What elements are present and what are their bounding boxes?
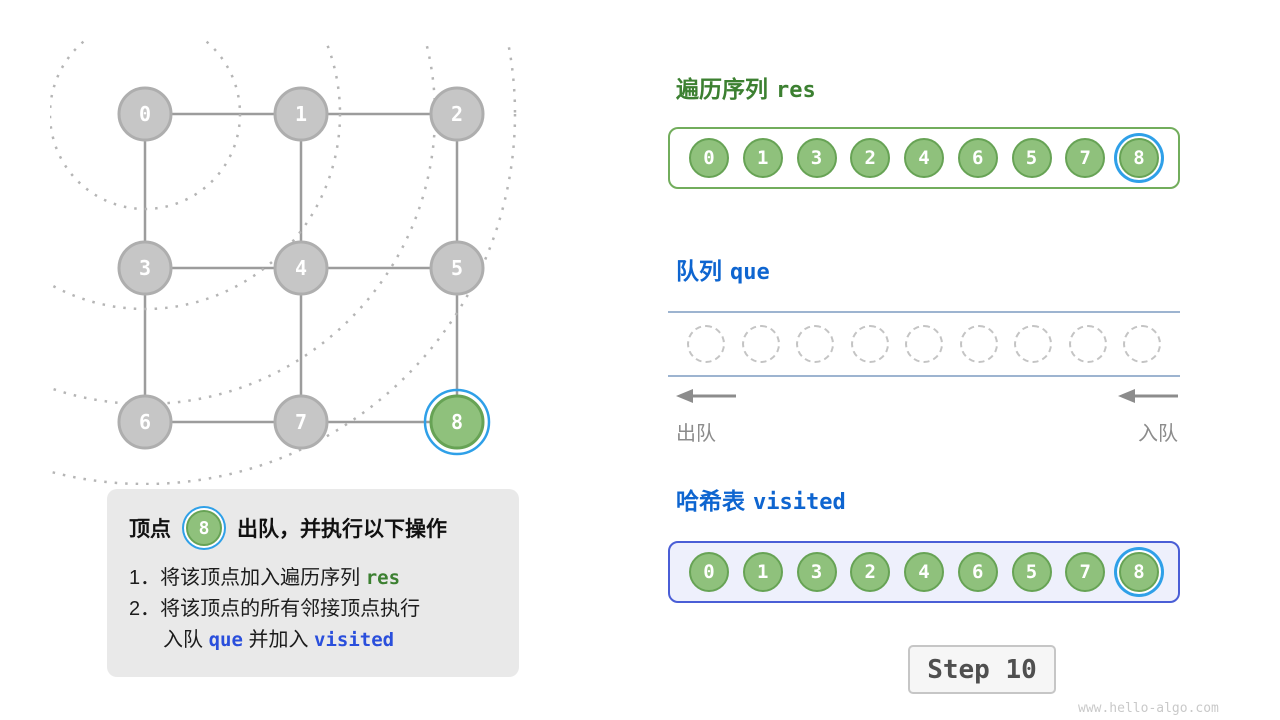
bfs-wave-arc [50,40,342,311]
bfs-wave-arc [50,40,517,485]
current-node-badge: 8 [186,510,222,546]
queue-slot [959,325,998,363]
res-box: 0 1 3 2 4 6 5 7 8 [668,127,1180,189]
res-item-current: 8 [1119,138,1159,178]
step2-text: 将该顶点的所有邻接顶点执行 [160,598,421,620]
queue-slot [1068,325,1107,363]
graph-node-7: 7 [273,394,329,450]
node-label: 4 [295,256,307,280]
res-item: 6 [957,138,998,178]
node-label: 0 [139,102,151,126]
bfs-wave-arc [50,40,437,406]
visited-item: 6 [957,552,998,592]
visited-item: 7 [1065,552,1106,592]
graph-node-2: 2 [429,86,485,142]
step3-code-que: que [208,629,243,651]
step1-text: 将该顶点加入遍历序列 [160,567,361,589]
graph-node-0: 0 [117,86,173,142]
queue-slot [687,325,725,363]
info-step-2: 2．将该顶点的所有邻接顶点执行 [129,594,497,625]
watermark: www.hello-algo.com [1078,701,1219,716]
visited-box: 0 1 3 2 4 6 5 7 8 [668,541,1180,603]
enqueue-arrow-icon [1118,389,1178,403]
step3-code-visited: visited [314,629,395,651]
res-item: 3 [796,138,837,178]
info-box: 顶点 8 出队，并执行以下操作 1．将该顶点加入遍历序列 res 2．将该顶点的… [107,489,519,677]
queue-slot [850,325,889,363]
queue-track [668,311,1180,377]
info-steps: 1．将该顶点加入遍历序列 res 2．将该顶点的所有邻接顶点执行 入队 que … [129,563,497,656]
graph-node-3: 3 [117,240,173,296]
visited-item: 4 [904,552,944,592]
info-title-prefix: 顶点 [129,518,171,541]
info-step-2-cont: 入队 que 并加入 visited [129,625,497,656]
res-item: 2 [850,138,891,178]
bfs-wave-arc [50,40,242,211]
res-item: 7 [1065,138,1106,178]
node-label: 5 [451,256,463,280]
queue-heading-code: que [730,260,770,285]
res-heading-code: res [776,78,816,103]
node-label: 1 [295,102,307,126]
graph-node-8-current: 8 [423,388,491,456]
step1-code-res: res [365,567,401,589]
step-badge: Step 10 [908,645,1056,694]
step3-text1: 入队 [163,629,203,651]
queue-slot [1014,325,1052,363]
res-item: 1 [742,138,783,178]
queue-slot [741,325,780,363]
visited-item: 0 [689,552,729,592]
visited-item: 1 [742,552,783,592]
visited-item: 3 [796,552,837,592]
node-label: 3 [139,256,151,280]
visited-heading-code: visited [753,490,846,515]
queue-slot [1123,325,1161,363]
enqueue-label: 入队 [1138,423,1178,445]
node-label: 6 [139,410,151,434]
res-heading: 遍历序列 res [676,70,816,104]
graph-node-1: 1 [273,86,329,142]
step2-index: 2． [129,598,161,620]
dequeue-label: 出队 [676,423,716,445]
info-title-suffix: 出队，并执行以下操作 [237,518,447,541]
queue-heading: 队列 que [676,252,770,286]
step3-text2: 并加入 [248,629,309,651]
res-item: 4 [904,138,944,178]
queue-heading-text: 队列 [676,258,722,284]
info-step-1: 1．将该顶点加入遍历序列 res [129,563,497,594]
dequeue-arrow-icon [676,389,736,403]
res-item: 5 [1011,138,1052,178]
step1-index: 1． [129,567,161,589]
graph-node-4: 4 [273,240,329,296]
res-heading-text: 遍历序列 [676,76,768,102]
visited-heading-text: 哈希表 [676,488,745,514]
queue-slot [796,325,834,363]
node-label: 7 [295,410,307,434]
visited-item: 2 [850,552,891,592]
res-item: 0 [689,138,729,178]
node-label: 8 [451,410,463,434]
info-title: 顶点 8 出队，并执行以下操作 [129,506,497,550]
graph-node-6: 6 [117,394,173,450]
visited-item: 5 [1011,552,1052,592]
graph-figure: 0 1 2 3 4 5 6 7 8 [50,40,517,485]
visited-heading: 哈希表 visited [676,482,846,516]
graph-node-5: 5 [429,240,485,296]
queue-slot [905,325,943,363]
visited-item-current: 8 [1119,552,1159,592]
node-label: 2 [451,102,463,126]
